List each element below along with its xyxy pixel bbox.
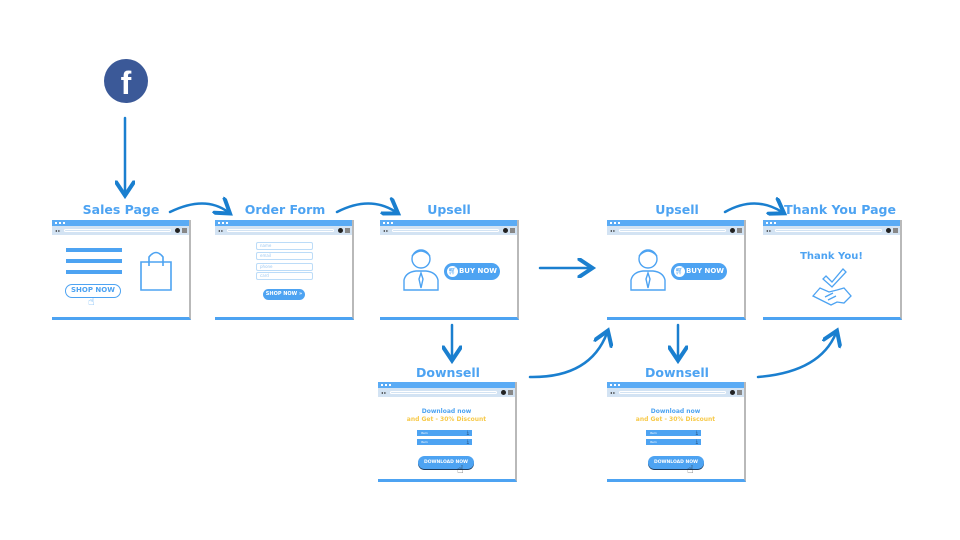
businessman-icon — [403, 249, 439, 291]
label-downsell-2: Downsell — [645, 365, 709, 380]
order-form-window: ◂ ▸ name email phone card SHOP NOW » — [215, 220, 354, 320]
label-downsell: Downsell — [416, 365, 480, 380]
cart-icon: 🛒︎ — [447, 266, 458, 277]
shopping-bag-icon — [140, 251, 172, 291]
shop-now-label: SHOP NOW — [265, 291, 298, 297]
upsell-window: ◂ ▸ BUY NOW 🛒︎ — [380, 220, 519, 320]
download-icon: ⤓ — [695, 430, 698, 436]
download-icon: ⤓ — [695, 439, 698, 445]
arrow-downsell-to-thankyou — [756, 333, 836, 379]
download-now-button[interactable]: DOWNLOAD NOW — [418, 456, 474, 469]
email-field[interactable]: email — [256, 252, 313, 260]
discount-text: and Get - 30% Discount — [406, 416, 487, 423]
download-heading: Download now — [650, 408, 701, 415]
download-item[interactable]: Item ⤓ — [646, 439, 701, 445]
download-now-button[interactable]: DOWNLOAD NOW — [648, 456, 704, 469]
hand-cursor-icon: ☝ — [687, 463, 694, 476]
download-heading: Download now — [421, 408, 472, 415]
label-thank-you-page: Thank You Page — [784, 202, 896, 217]
arrow-order-to-upsell — [335, 204, 396, 213]
sales-page-window: ◂ ▸ SHOP NOW ☝ — [52, 220, 191, 320]
cart-icon: 🛒︎ — [674, 266, 685, 277]
item-label: Item — [650, 431, 657, 435]
download-item[interactable]: Item ⤓ — [417, 439, 472, 445]
thank-you-window: ◂ ▸ Thank You! — [763, 220, 902, 320]
facebook-icon: f — [104, 59, 148, 103]
shop-now-button[interactable]: SHOP NOW » — [263, 289, 305, 300]
label-order-form: Order Form — [244, 202, 326, 217]
label-sales-page: Sales Page — [82, 202, 160, 217]
downsell-window: ◂ ▸ Download now and Get - 30% Discount … — [378, 382, 517, 482]
arrow-upsell-to-thankyou — [723, 204, 782, 213]
discount-text: and Get - 30% Discount — [635, 416, 716, 423]
shop-now-button[interactable]: SHOP NOW — [65, 284, 121, 298]
thank-you-heading: Thank You! — [800, 251, 863, 262]
item-label: Item — [650, 440, 657, 444]
phone-field[interactable]: phone — [256, 263, 313, 271]
item-label: Item — [421, 440, 428, 444]
upsell-window-2: ◂ ▸ BUY NOW 🛒︎ — [607, 220, 746, 320]
handshake-check-icon — [811, 268, 852, 306]
item-label: Item — [421, 431, 428, 435]
arrow-sales-to-order — [168, 204, 228, 213]
download-item[interactable]: Item ⤓ — [417, 430, 472, 436]
card-field[interactable]: card — [256, 272, 313, 280]
download-icon: ⤓ — [466, 439, 469, 445]
buy-now-button[interactable]: BUY NOW — [671, 263, 727, 280]
hand-cursor-icon: ☝ — [88, 295, 95, 308]
text-lines — [66, 248, 122, 274]
download-icon: ⤓ — [466, 430, 469, 436]
arrow-downsell-to-upsell — [528, 333, 607, 379]
name-field[interactable]: name — [256, 242, 313, 250]
download-item[interactable]: Item ⤓ — [646, 430, 701, 436]
downsell-window-2: ◂ ▸ Download now and Get - 30% Discount … — [607, 382, 746, 482]
buy-now-button[interactable]: BUY NOW — [444, 263, 500, 280]
hand-cursor-icon: ☝ — [457, 463, 464, 476]
businessman-icon — [630, 249, 666, 291]
label-upsell: Upsell — [427, 202, 471, 217]
label-upsell-2: Upsell — [655, 202, 699, 217]
